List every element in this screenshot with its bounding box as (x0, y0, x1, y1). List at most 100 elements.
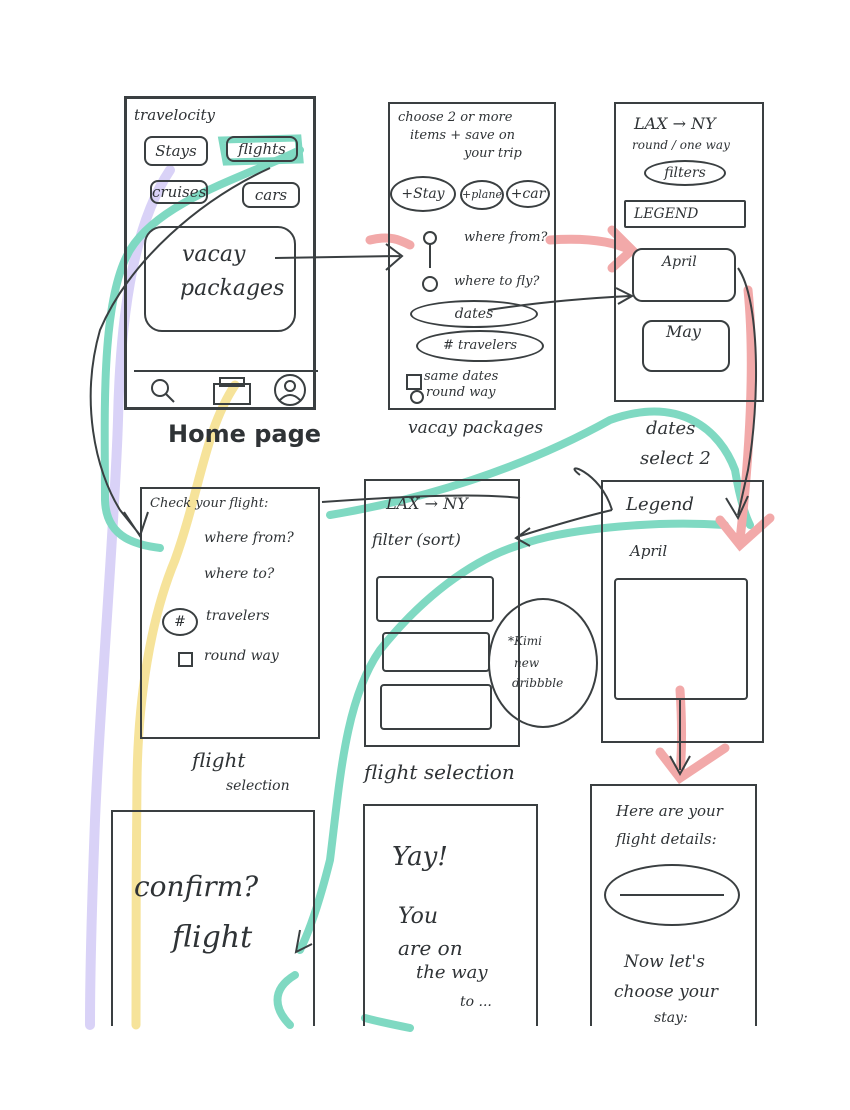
note-line-1: *Kimi (508, 634, 543, 648)
flight-option-3[interactable] (380, 684, 492, 730)
may-calendar[interactable]: May (642, 320, 730, 372)
summary-line (620, 894, 724, 896)
flightsel-filter[interactable]: filter (sort) (372, 530, 461, 549)
note-line-3: dribbble (512, 676, 564, 690)
teal-flights-highlight (217, 134, 304, 166)
flightsel-route: LAX → NY (386, 494, 468, 513)
same-dates-checkbox[interactable] (406, 374, 422, 390)
stays-button[interactable]: Stays (144, 136, 208, 166)
filters-button[interactable]: filters (644, 160, 726, 186)
dribbble-note-circle: *Kimi new dribbble (488, 598, 598, 728)
note-line-2: new (514, 656, 540, 670)
yay-line-5: to ... (460, 994, 492, 1010)
arrow-flightsel-to-confirm (294, 929, 313, 954)
vacay-title-line3: your trip (464, 146, 522, 161)
vacay-card-line2: packages (180, 276, 285, 301)
search-icon[interactable] (151, 379, 175, 403)
flightsel-caption: flight selection (364, 760, 515, 784)
brand-name: travelocity (134, 106, 216, 124)
results-screen-frame (614, 102, 764, 402)
teal-flow-line-3 (296, 519, 729, 954)
teal-flow-line-4 (273, 971, 299, 1029)
yay-line-3: are on (398, 936, 463, 960)
where-to-field[interactable]: where to fly? (454, 274, 540, 289)
profile-icon[interactable] (274, 374, 306, 406)
results-trip-type: round / one way (632, 138, 730, 152)
check-caption-2: selection (226, 778, 290, 794)
check-round-way-checkbox[interactable] (178, 652, 193, 667)
travelers-field[interactable]: # travelers (416, 330, 544, 362)
pink-arrow-1 (365, 233, 415, 250)
add-plane-button[interactable]: +plane (460, 180, 504, 210)
details-line-3: Now let's (624, 952, 705, 972)
vacay-caption: vacay packages (408, 418, 544, 438)
details-line-5: stay: (654, 1010, 688, 1026)
same-dates-label: same dates (424, 369, 499, 384)
results-caption-1: dates (646, 418, 696, 439)
bottom-nav-divider (134, 370, 318, 372)
suitcase-icon[interactable] (213, 377, 251, 405)
april-calendar[interactable]: April (632, 248, 736, 302)
teal-flow-line-1 (100, 146, 304, 552)
arrow-legend-to-details (669, 700, 691, 777)
confirm-line-1: confirm? (134, 870, 259, 903)
bottom-nav-icons (151, 374, 306, 406)
add-car-button[interactable]: +car (506, 180, 550, 208)
flight-option-1[interactable] (376, 576, 494, 622)
legend-screen-frame (601, 480, 764, 743)
check-round-way: round way (204, 648, 279, 664)
check-where-from[interactable]: where from? (204, 530, 294, 546)
check-travelers[interactable]: travelers (206, 608, 270, 624)
check-caption-1: flight (192, 748, 246, 772)
check-title: Check your flight: (150, 496, 269, 511)
arrow-april-to-legend (725, 267, 757, 521)
arrow-dates-to-april (487, 287, 635, 311)
travelers-count-icon[interactable]: # (162, 608, 198, 636)
results-route: LAX → NY (634, 114, 716, 133)
confirm-line-2: flight (172, 920, 253, 955)
vacay-title-line2: items + save on (410, 128, 516, 143)
vacay-title-line1: choose 2 or more (398, 110, 513, 125)
round-way-label: round way (426, 385, 496, 400)
results-caption-2: select 2 (640, 448, 711, 469)
home-caption: Home page (168, 420, 322, 448)
yay-line-2: You (398, 904, 439, 929)
round-way-radio[interactable] (410, 390, 424, 404)
arrow-home-to-vacay (274, 243, 404, 271)
vacay-packages-card[interactable]: vacay packages (144, 226, 296, 332)
add-stay-button[interactable]: +Stay (390, 176, 456, 212)
yellow-flow-line (131, 380, 240, 1030)
arrow-flights-to-check (89, 167, 271, 539)
yay-line-4: the way (416, 962, 488, 983)
legend-april: April (630, 542, 668, 560)
cruises-button[interactable]: cruises (150, 180, 208, 204)
dates-field[interactable]: dates (410, 300, 538, 328)
details-screen-frame (590, 784, 757, 1026)
home-screen-frame (124, 96, 316, 410)
vacay-card-line1: vacay (182, 242, 246, 267)
yay-screen-frame (363, 804, 538, 1026)
check-screen-frame (140, 487, 320, 739)
arrow-legend-to-flightsel (514, 467, 613, 547)
pink-arrow-2 (545, 225, 639, 273)
legend-title: Legend (626, 494, 694, 515)
cars-button[interactable]: cars (242, 182, 300, 208)
details-line-2: flight details: (616, 830, 717, 848)
check-where-to[interactable]: where to? (204, 566, 275, 582)
april-label: April (662, 254, 697, 270)
yay-line-1: Yay! (392, 842, 448, 872)
may-label: May (666, 322, 701, 341)
details-line-4: choose your (614, 982, 719, 1002)
where-from-field[interactable]: where from? (464, 230, 548, 245)
route-icon (422, 231, 438, 292)
april-large-calendar[interactable] (614, 578, 748, 700)
purple-flow-line (85, 165, 175, 1030)
confirm-screen-frame (111, 810, 315, 1026)
details-line-1: Here are your (616, 802, 723, 820)
arrow-check-to-flightsel (321, 494, 521, 503)
flights-button[interactable]: flights (226, 136, 298, 162)
teal-flow-line-5 (361, 1014, 414, 1032)
teal-flow-line-2 (326, 407, 754, 529)
results-legend: LEGEND (624, 200, 746, 228)
